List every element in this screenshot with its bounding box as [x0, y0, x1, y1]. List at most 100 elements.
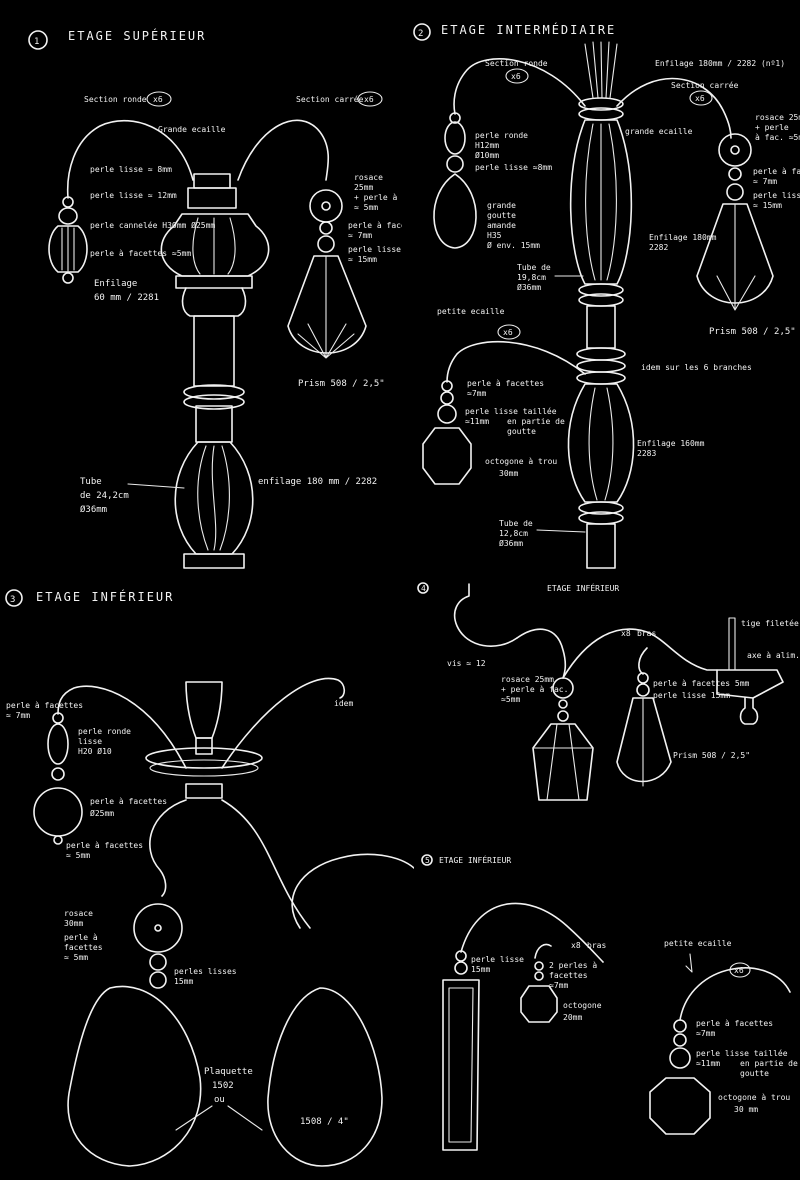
- svg-text:perle lisse taillée: perle lisse taillée: [696, 1048, 788, 1058]
- rectangular-prism: [442, 979, 480, 1151]
- svg-text:perles lisses: perles lisses: [174, 967, 237, 976]
- svg-text:2 perles à: 2 perles à: [549, 961, 597, 970]
- svg-text:perle cannelée H30mm Ø25mm: perle cannelée H30mm Ø25mm: [90, 220, 215, 230]
- svg-text:x6: x6: [503, 328, 513, 337]
- amande-drop: [433, 173, 477, 249]
- sketch-etage-inferieur-3: 3 ETAGE INFÉRIEUR idem perle à facettes …: [5, 589, 414, 1167]
- svg-text:perle lisse ≃ 12mm: perle lisse ≃ 12mm: [90, 191, 177, 200]
- panel-etage-superieur: 1 ETAGE SUPÉRIEUR Section ronde x6 Secti…: [8, 14, 402, 572]
- sketch-etage-inferieur-5: 5 ETAGE INFÉRIEUR x8 bras perle lisse 15…: [421, 854, 606, 1151]
- svg-text:axe à alim. bas: axe à alim. bas: [747, 651, 800, 660]
- panel-petite-ecaille-detail: petite ecaille x6 perle à facettes ≃7mm …: [640, 922, 800, 1180]
- svg-text:tige filetée: tige filetée: [741, 618, 799, 628]
- sketch-petite-ecaille: petite ecaille x6 perle à facettes ≃7mm …: [649, 939, 798, 1135]
- svg-text:4: 4: [421, 584, 426, 593]
- svg-text:rosace 25mm: rosace 25mm: [501, 675, 554, 684]
- svg-text:amande: amande: [487, 221, 516, 230]
- sketch-etage-intermediaire: 2 ETAGE INTERMÉDIAIRE Enfilage 180mm / 2…: [413, 22, 800, 569]
- svg-text:en partie de: en partie de: [507, 417, 565, 426]
- svg-text:perle ronde: perle ronde: [78, 727, 131, 736]
- svg-text:Ø env. 15mm: Ø env. 15mm: [487, 240, 540, 250]
- svg-text:goutte: goutte: [740, 1069, 769, 1078]
- svg-text:grande: grande: [487, 201, 516, 210]
- svg-text:15mm: 15mm: [471, 965, 490, 974]
- candle-cup: [185, 681, 223, 739]
- svg-text:≃ 7mm: ≃ 7mm: [6, 711, 30, 720]
- upper-ribbed-body: [569, 119, 633, 285]
- svg-text:x8: x8: [571, 941, 581, 950]
- svg-text:+ perle à fac.: + perle à fac.: [501, 685, 568, 694]
- top-fitting: [193, 173, 231, 189]
- svg-text:Enfilage 180mm / 2282 (nº1): Enfilage 180mm / 2282 (nº1): [655, 59, 785, 68]
- svg-text:≃ 15mm: ≃ 15mm: [348, 255, 377, 264]
- svg-text:perle à facettes: perle à facettes: [90, 797, 167, 806]
- svg-text:perle ronde: perle ronde: [475, 131, 528, 140]
- svg-text:30mm: 30mm: [499, 469, 518, 478]
- svg-text:rosace: rosace: [64, 909, 93, 918]
- svg-text:Grande ecaille: Grande ecaille: [158, 125, 226, 134]
- svg-text:perle à facettes: perle à facettes: [6, 701, 83, 710]
- svg-text:19,8cm: 19,8cm: [517, 273, 546, 282]
- svg-text:≃7mm: ≃7mm: [549, 981, 568, 990]
- svg-text:perle à: perle à: [64, 933, 98, 942]
- octagon-20mm: [520, 985, 558, 1023]
- rosace-30mm: [133, 903, 183, 953]
- svg-text:perle à facettes: perle à facettes: [753, 167, 800, 176]
- panel-etage-inferieur-3: 3 ETAGE INFÉRIEUR idem perle à facettes …: [0, 578, 414, 1180]
- sketch-etage-superieur: 1 ETAGE SUPÉRIEUR Section ronde x6 Secti…: [28, 28, 402, 569]
- svg-text:idem sur les 6 branches: idem sur les 6 branches: [641, 363, 752, 372]
- svg-text:rosace 25mm: rosace 25mm: [755, 113, 800, 122]
- svg-text:≃ 7mm: ≃ 7mm: [348, 231, 372, 240]
- svg-text:1508 / 4": 1508 / 4": [300, 1117, 349, 1127]
- svg-text:ETAGE INFÉRIEUR: ETAGE INFÉRIEUR: [36, 589, 174, 604]
- svg-text:Section carrée: Section carrée: [296, 94, 364, 104]
- svg-text:Tube de: Tube de: [499, 519, 533, 528]
- arm-5: [460, 902, 604, 963]
- top-strands: [584, 41, 618, 99]
- svg-text:H12mm: H12mm: [475, 141, 499, 150]
- mount-block: [716, 669, 784, 699]
- svg-text:+ perle: + perle: [755, 123, 789, 132]
- svg-text:Ø36mm: Ø36mm: [80, 504, 107, 515]
- octagon-30mm: [422, 427, 472, 485]
- sketch-etage-inferieur-4: 4 ETAGE INFÉRIEUR x8 bras tige filetée v…: [417, 582, 800, 801]
- panel-etage-intermediaire: 2 ETAGE INTERMÉDIAIRE Enfilage 180mm / 2…: [405, 14, 800, 572]
- panel-etage-inferieur-4: 4 ETAGE INFÉRIEUR x8 bras tige filetée v…: [417, 578, 800, 840]
- svg-text:enfilage 180 mm / 2282: enfilage 180 mm / 2282: [258, 477, 377, 487]
- svg-text:≃7mm: ≃7mm: [467, 389, 486, 398]
- svg-text:30mm: 30mm: [64, 919, 83, 928]
- svg-text:2282: 2282: [649, 243, 668, 252]
- svg-text:Tube: Tube: [80, 477, 102, 487]
- svg-text:Tube de: Tube de: [517, 263, 551, 272]
- svg-text:ETAGE INTERMÉDIAIRE: ETAGE INTERMÉDIAIRE: [441, 22, 616, 37]
- prism-drop-a: [532, 723, 594, 801]
- facet-ball-25mm: [33, 787, 83, 837]
- left-arm: [66, 119, 194, 199]
- pearl-12mm: [58, 207, 78, 225]
- svg-text:1502: 1502: [212, 1081, 234, 1091]
- smooth-pearl-15mm: [317, 235, 335, 253]
- panel-number-circle: [28, 30, 48, 50]
- top-cup: [187, 187, 237, 209]
- prism-drop-b: [616, 697, 672, 783]
- svg-text:Prism 508 / 2,5": Prism 508 / 2,5": [298, 379, 385, 389]
- svg-text:perle à facettes: perle à facettes: [348, 221, 402, 230]
- svg-text:octogone: octogone: [563, 1001, 602, 1010]
- pearl-8mm: [62, 196, 74, 208]
- octagon-30mm-detail: [649, 1077, 711, 1135]
- right-arm: [237, 119, 330, 181]
- plaquette-1502: [67, 985, 202, 1167]
- svg-text:perle lisse 15mm: perle lisse 15mm: [653, 691, 730, 700]
- panel-title: ETAGE SUPÉRIEUR: [68, 28, 206, 43]
- svg-text:x6: x6: [511, 72, 521, 81]
- svg-text:≃7mm: ≃7mm: [696, 1029, 715, 1038]
- svg-text:≃ 15mm: ≃ 15mm: [753, 201, 782, 210]
- panel-number: 1: [34, 37, 39, 47]
- svg-text:à fac. ≃5mm: à fac. ≃5mm: [755, 133, 800, 142]
- svg-text:bras: bras: [587, 941, 606, 950]
- svg-text:octogone à trou: octogone à trou: [485, 457, 557, 466]
- svg-text:≃ 5mm: ≃ 5mm: [354, 203, 378, 212]
- svg-text:≃11mm: ≃11mm: [696, 1059, 720, 1068]
- svg-text:Ø36mm: Ø36mm: [499, 538, 523, 548]
- svg-text:perle lisse: perle lisse: [753, 191, 800, 200]
